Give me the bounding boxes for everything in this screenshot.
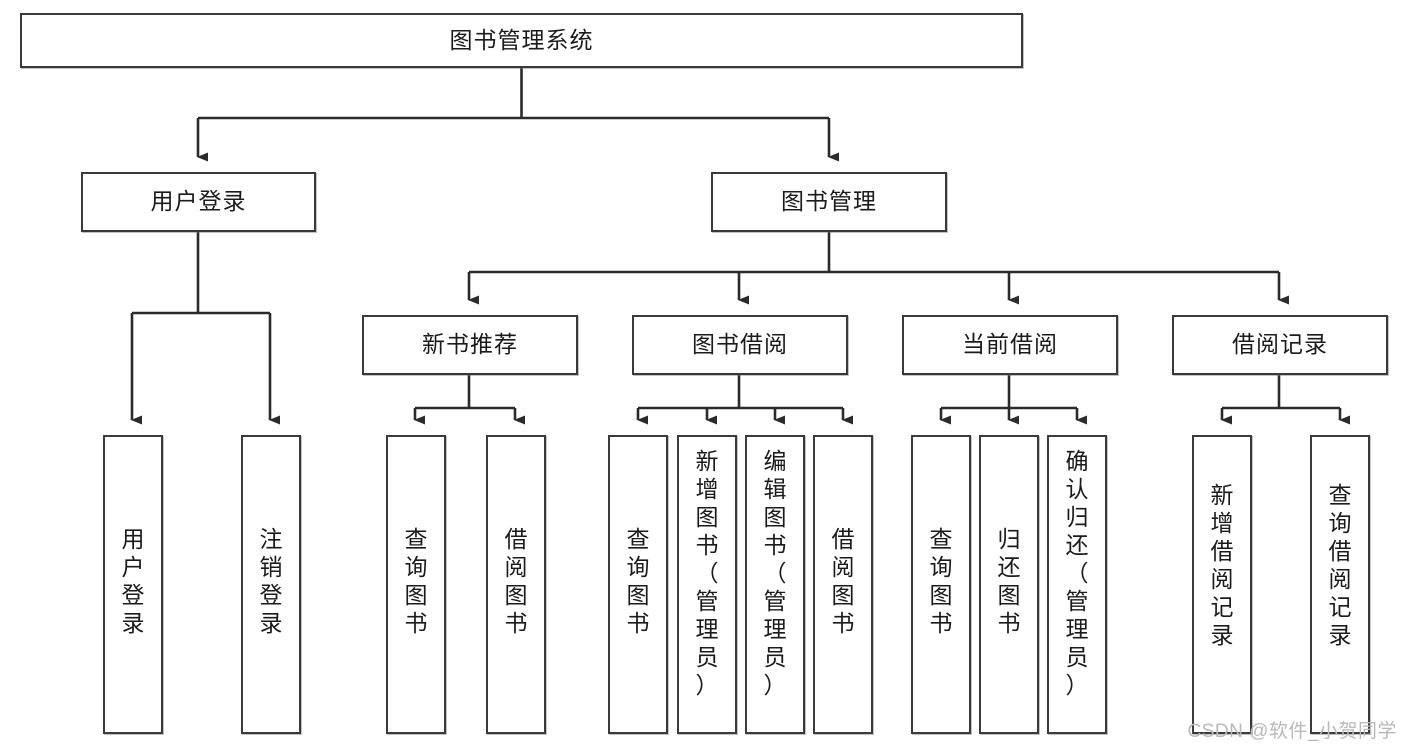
leaf-add-record[interactable]: 新 增 借 阅 记 录 bbox=[1192, 435, 1252, 734]
leaf-query-record[interactable]: 查 询 借 阅 记 录 bbox=[1310, 435, 1370, 734]
node-label: 归 还 图 书 bbox=[997, 526, 1021, 637]
node-label: 新 增 图 书 （ 管 理 员 ） bbox=[695, 448, 719, 699]
leaf-borrow-book-1[interactable]: 借 阅 图 书 bbox=[486, 435, 546, 734]
node-new-book-recommend[interactable]: 新书推荐 bbox=[362, 315, 578, 375]
csdn-watermark: CSDN @软件_小贺同学 bbox=[1187, 721, 1397, 742]
node-label: 用 户 登 录 bbox=[121, 526, 145, 637]
node-book-management-system[interactable]: 图书管理系统 bbox=[20, 13, 1023, 68]
node-label: 查 询 图 书 bbox=[929, 526, 953, 637]
leaf-query-book-2[interactable]: 查 询 图 书 bbox=[608, 435, 668, 734]
node-label: 确 认 归 还 （ 管 理 员 ） bbox=[1065, 448, 1089, 699]
node-label: 借 阅 图 书 bbox=[831, 526, 855, 637]
node-label: 借 阅 图 书 bbox=[504, 526, 528, 637]
node-label: 用户登录 bbox=[150, 188, 247, 215]
node-label: 借阅记录 bbox=[1232, 331, 1328, 358]
leaf-query-book-1[interactable]: 查 询 图 书 bbox=[386, 435, 446, 734]
leaf-borrow-book-2[interactable]: 借 阅 图 书 bbox=[813, 435, 873, 734]
node-book-management[interactable]: 图书管理 bbox=[711, 172, 947, 232]
node-label: 查 询 图 书 bbox=[404, 526, 428, 637]
node-label: 查 询 图 书 bbox=[626, 526, 650, 637]
node-label: 编 辑 图 书 （ 管 理 员 ） bbox=[763, 448, 787, 699]
node-label: 图书管理系统 bbox=[449, 26, 594, 53]
leaf-return-book[interactable]: 归 还 图 书 bbox=[979, 435, 1039, 734]
node-label: 当前借阅 bbox=[962, 331, 1058, 358]
leaf-user-login[interactable]: 用 户 登 录 bbox=[103, 435, 163, 734]
node-label: 新 增 借 阅 记 录 bbox=[1210, 482, 1234, 649]
node-label: 注 销 登 录 bbox=[259, 526, 283, 637]
leaf-query-book-3[interactable]: 查 询 图 书 bbox=[911, 435, 971, 734]
node-label: 图书管理 bbox=[781, 188, 877, 215]
node-label: 新书推荐 bbox=[422, 331, 518, 358]
leaf-confirm-return[interactable]: 确 认 归 还 （ 管 理 员 ） bbox=[1047, 435, 1107, 734]
node-book-borrow[interactable]: 图书借阅 bbox=[632, 315, 848, 375]
leaf-logout-login[interactable]: 注 销 登 录 bbox=[241, 435, 301, 734]
node-borrow-record[interactable]: 借阅记录 bbox=[1172, 315, 1388, 375]
node-user-login[interactable]: 用户登录 bbox=[81, 172, 316, 232]
node-label: 图书借阅 bbox=[692, 331, 788, 358]
leaf-edit-book[interactable]: 编 辑 图 书 （ 管 理 员 ） bbox=[745, 435, 805, 734]
leaf-add-book[interactable]: 新 增 图 书 （ 管 理 员 ） bbox=[677, 435, 737, 734]
node-current-borrow[interactable]: 当前借阅 bbox=[902, 315, 1118, 375]
node-label: 查 询 借 阅 记 录 bbox=[1328, 482, 1352, 649]
